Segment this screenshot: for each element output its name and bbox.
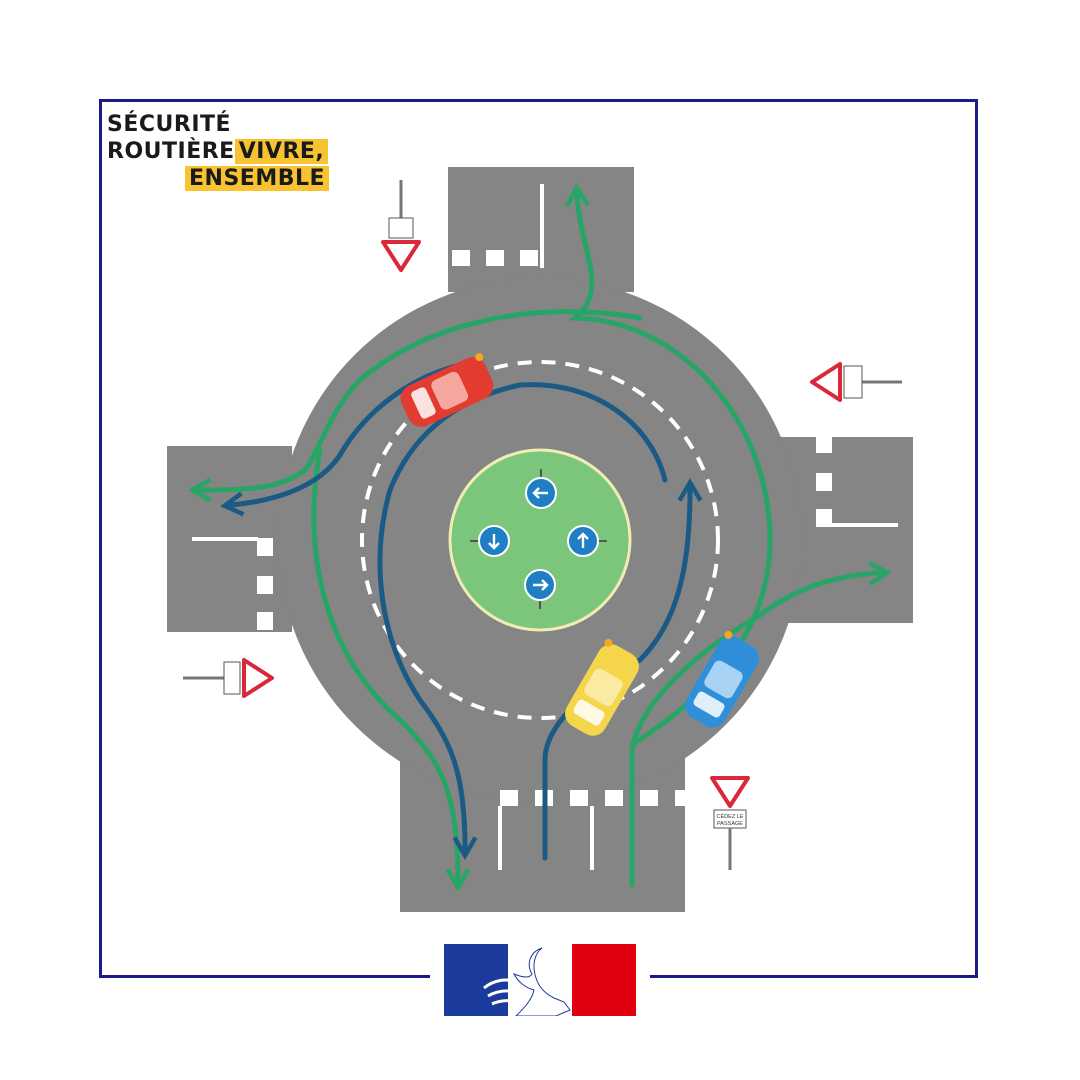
brand-line-3: ENSEMBLE [107, 165, 330, 192]
arrow-left-icon [525, 469, 557, 509]
yield-sign-icon [810, 362, 842, 402]
yield-sign-east [810, 362, 902, 402]
yield-sign-south: CÉDEZ LE PASSAGE [710, 776, 750, 870]
arrow-down-icon [470, 525, 510, 557]
car-red [400, 353, 494, 427]
brand-line-1: SÉCURITÉ [107, 112, 232, 137]
arrow-right-icon [524, 569, 556, 609]
car-blue [685, 630, 759, 728]
green-path-south [311, 447, 471, 892]
yield-sign-label-2: PASSAGE [717, 821, 743, 827]
green-path-east [629, 561, 892, 888]
marianne-logo [444, 944, 636, 1016]
yield-sign-label-1: CÉDEZ LE [717, 813, 744, 820]
green-path-west [188, 309, 643, 503]
brand-line-3-highlight: ENSEMBLE [185, 166, 330, 191]
yield-sign-icon [710, 776, 750, 808]
inner-lane-divider [360, 360, 720, 720]
yield-sign-north [381, 180, 421, 272]
blue-path-south [377, 382, 668, 860]
brand-line-2-highlight: VIVRE, [234, 139, 329, 164]
yield-sign-icon [381, 240, 421, 272]
yield-sign-icon [242, 658, 274, 698]
blue-path-inner [542, 478, 703, 861]
arrow-up-icon [567, 525, 607, 557]
island-direction-signs [470, 469, 607, 609]
car-yellow [565, 638, 639, 736]
yield-sign-west [183, 658, 274, 698]
brand-line-2-plain: ROUTIÈRE [107, 139, 235, 164]
lane-markings [192, 184, 898, 870]
central-island [448, 448, 632, 632]
